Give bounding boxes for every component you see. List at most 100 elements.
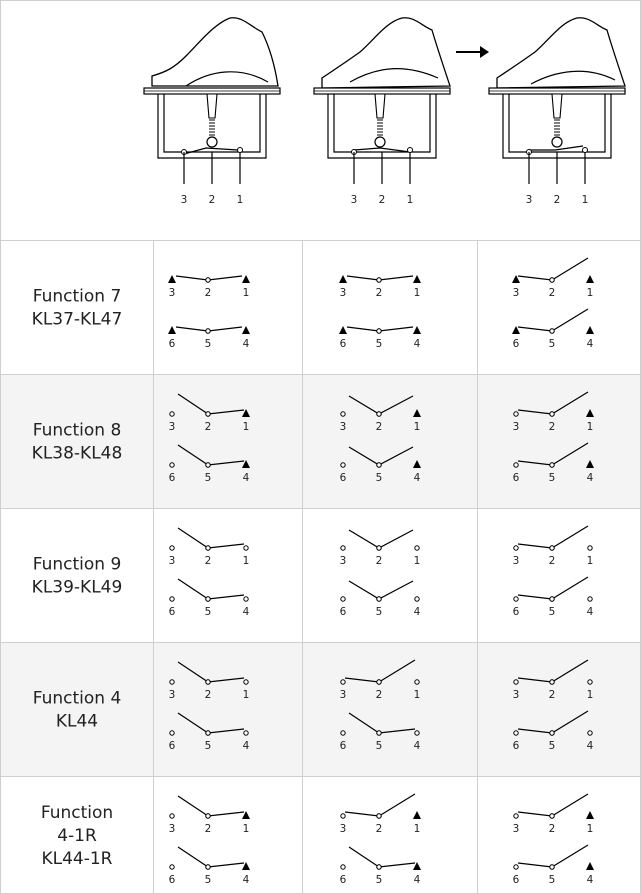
- switch-lever: [177, 527, 245, 549]
- pin-label: 5: [549, 338, 556, 350]
- pin-label: 3: [340, 823, 347, 835]
- fixed-contact-triangle: [413, 460, 421, 468]
- pin-label: 5: [549, 740, 556, 752]
- pin-label: 5: [376, 740, 383, 752]
- pin-label: 1: [414, 823, 421, 835]
- pin-label: 6: [340, 338, 347, 350]
- spring: [554, 119, 560, 136]
- pin-label: 5: [205, 740, 212, 752]
- pin-label: 1: [243, 823, 250, 835]
- pin-label: 4: [414, 874, 421, 886]
- open-contact-circle: [340, 864, 346, 870]
- terminal-dot: [237, 147, 243, 153]
- open-contact-circle: [243, 596, 249, 602]
- pin-label: 5: [549, 874, 556, 886]
- fixed-contact-triangle: [339, 275, 347, 283]
- pin-label: 2: [549, 823, 556, 835]
- function-label: KL38-KL48: [32, 444, 123, 464]
- pin-label: 1: [414, 555, 421, 567]
- pin-label: 1: [243, 421, 250, 433]
- pin-label: 3: [169, 823, 176, 835]
- pin-label: 6: [513, 472, 520, 484]
- pin-label: 2: [205, 823, 212, 835]
- contact-diagram: 3 2 1: [169, 795, 250, 835]
- pivot-circle: [205, 813, 211, 819]
- pin-label: 3: [340, 555, 347, 567]
- function-label: KL37-KL47: [32, 310, 123, 330]
- rocker-inner-curve: [185, 71, 269, 87]
- rocker-inner-curve: [349, 68, 439, 83]
- pin-label: 3: [513, 287, 520, 299]
- open-contact-circle: [340, 462, 346, 468]
- open-contact-circle: [169, 679, 175, 685]
- open-contact-circle: [169, 813, 175, 819]
- switch-lever: [177, 795, 245, 817]
- open-contact-circle: [513, 730, 519, 736]
- open-contact-circle: [513, 813, 519, 819]
- pin-label: 3: [513, 421, 520, 433]
- pivot-circle: [205, 864, 211, 870]
- pin-label: 3: [169, 287, 176, 299]
- contact-ball: [374, 136, 386, 148]
- fixed-contact-triangle: [242, 409, 250, 417]
- pin-label: 1: [587, 823, 594, 835]
- switch-lever: [344, 793, 416, 817]
- row-background: [0, 642, 641, 776]
- pin-label: 4: [414, 606, 421, 618]
- fixed-contact-triangle: [339, 326, 347, 334]
- pin-label: 3: [340, 421, 347, 433]
- fixed-contact-triangle: [242, 862, 250, 870]
- pin-label: 2: [209, 194, 216, 206]
- open-contact-circle: [587, 730, 593, 736]
- contact-ball: [206, 136, 218, 148]
- pivot-circle: [549, 545, 555, 551]
- pivot-circle: [549, 596, 555, 602]
- fixed-contact-triangle: [242, 811, 250, 819]
- pin-label: 3: [181, 194, 188, 206]
- pin-label: 4: [414, 472, 421, 484]
- open-contact-circle: [340, 730, 346, 736]
- internal-lever: [353, 147, 411, 153]
- function-label: Function 7: [33, 287, 122, 307]
- pin-label: 2: [205, 421, 212, 433]
- pin-label: 4: [243, 606, 250, 618]
- switch-lever: [177, 578, 245, 600]
- pin-label: 6: [169, 740, 176, 752]
- function-label: 4-1R: [57, 826, 97, 846]
- switch-lever: [517, 844, 589, 868]
- pin-label: 4: [587, 338, 594, 350]
- pin-label: 6: [169, 472, 176, 484]
- rocker-cap: [496, 17, 626, 89]
- terminal-dot: [407, 147, 413, 153]
- pin-label: 6: [513, 874, 520, 886]
- open-contact-circle: [513, 462, 519, 468]
- open-contact-circle: [340, 545, 346, 551]
- pin-label: 2: [549, 421, 556, 433]
- pivot-circle: [205, 596, 211, 602]
- fixed-contact-triangle: [413, 275, 421, 283]
- fixed-contact-triangle: [168, 326, 176, 334]
- pivot-circle: [549, 813, 555, 819]
- pin-label: 2: [549, 287, 556, 299]
- pin-label: 6: [340, 740, 347, 752]
- open-contact-circle: [587, 679, 593, 685]
- pin-label: 1: [587, 689, 594, 701]
- pin-label: 3: [169, 689, 176, 701]
- open-contact-circle: [169, 545, 175, 551]
- pivot-circle: [376, 813, 382, 819]
- switch-lever: [517, 793, 589, 817]
- pin-label: 3: [351, 194, 358, 206]
